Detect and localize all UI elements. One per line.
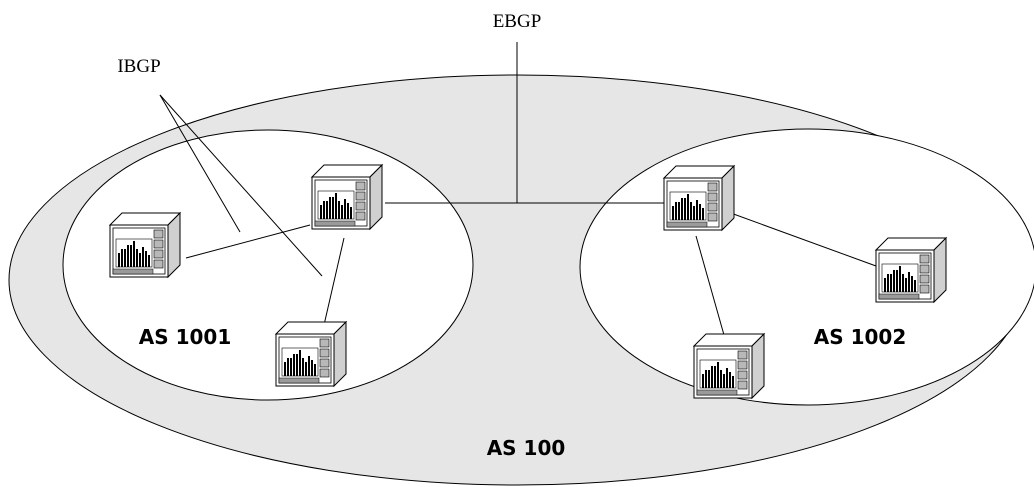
router-icon: [275, 321, 347, 387]
as-1001-label: AS 1001: [139, 325, 232, 349]
router-icon: [663, 165, 735, 231]
sub-as-1002-boundary: [579, 128, 1034, 406]
router-icon: [693, 333, 765, 399]
link-ibgp-west-top: [185, 224, 311, 259]
ibgp-callout-line-2: [159, 94, 323, 277]
link-ibgp-top-bottom: [323, 237, 345, 326]
ebgp-label: EBGP: [493, 11, 542, 32]
router-icon: [311, 164, 383, 230]
as-100-label: AS 100: [487, 436, 566, 460]
link-ibgp-righttop-bottom: [695, 235, 725, 336]
ibgp-label: IBGP: [117, 56, 160, 77]
router-icon: [875, 237, 947, 303]
as-1002-label: AS 1002: [814, 325, 907, 349]
router-icon: [109, 212, 181, 278]
link-ibgp-righttop-east: [727, 211, 877, 267]
ibgp-callout-line-1: [159, 94, 241, 233]
